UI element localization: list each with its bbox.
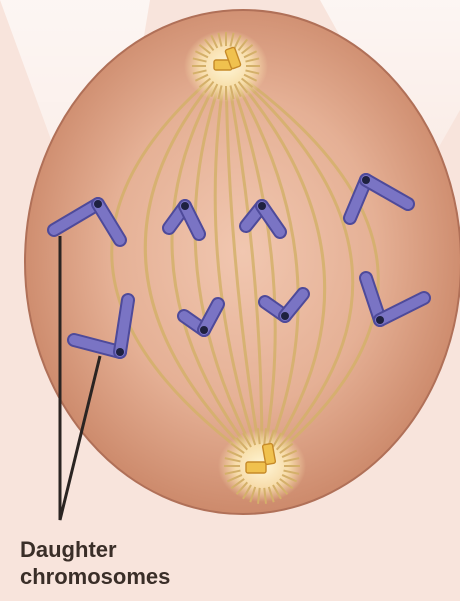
label-line-1: Daughter (20, 536, 170, 563)
centromere (362, 176, 370, 184)
centromere (181, 202, 189, 210)
centromere (258, 202, 266, 210)
centromere (281, 312, 289, 320)
centromere (376, 316, 384, 324)
centromere (116, 348, 124, 356)
centromere (94, 200, 102, 208)
label-line-2: chromosomes (20, 563, 170, 590)
daughter-chromosomes-label: Daughter chromosomes (20, 536, 170, 590)
centromere (200, 326, 208, 334)
